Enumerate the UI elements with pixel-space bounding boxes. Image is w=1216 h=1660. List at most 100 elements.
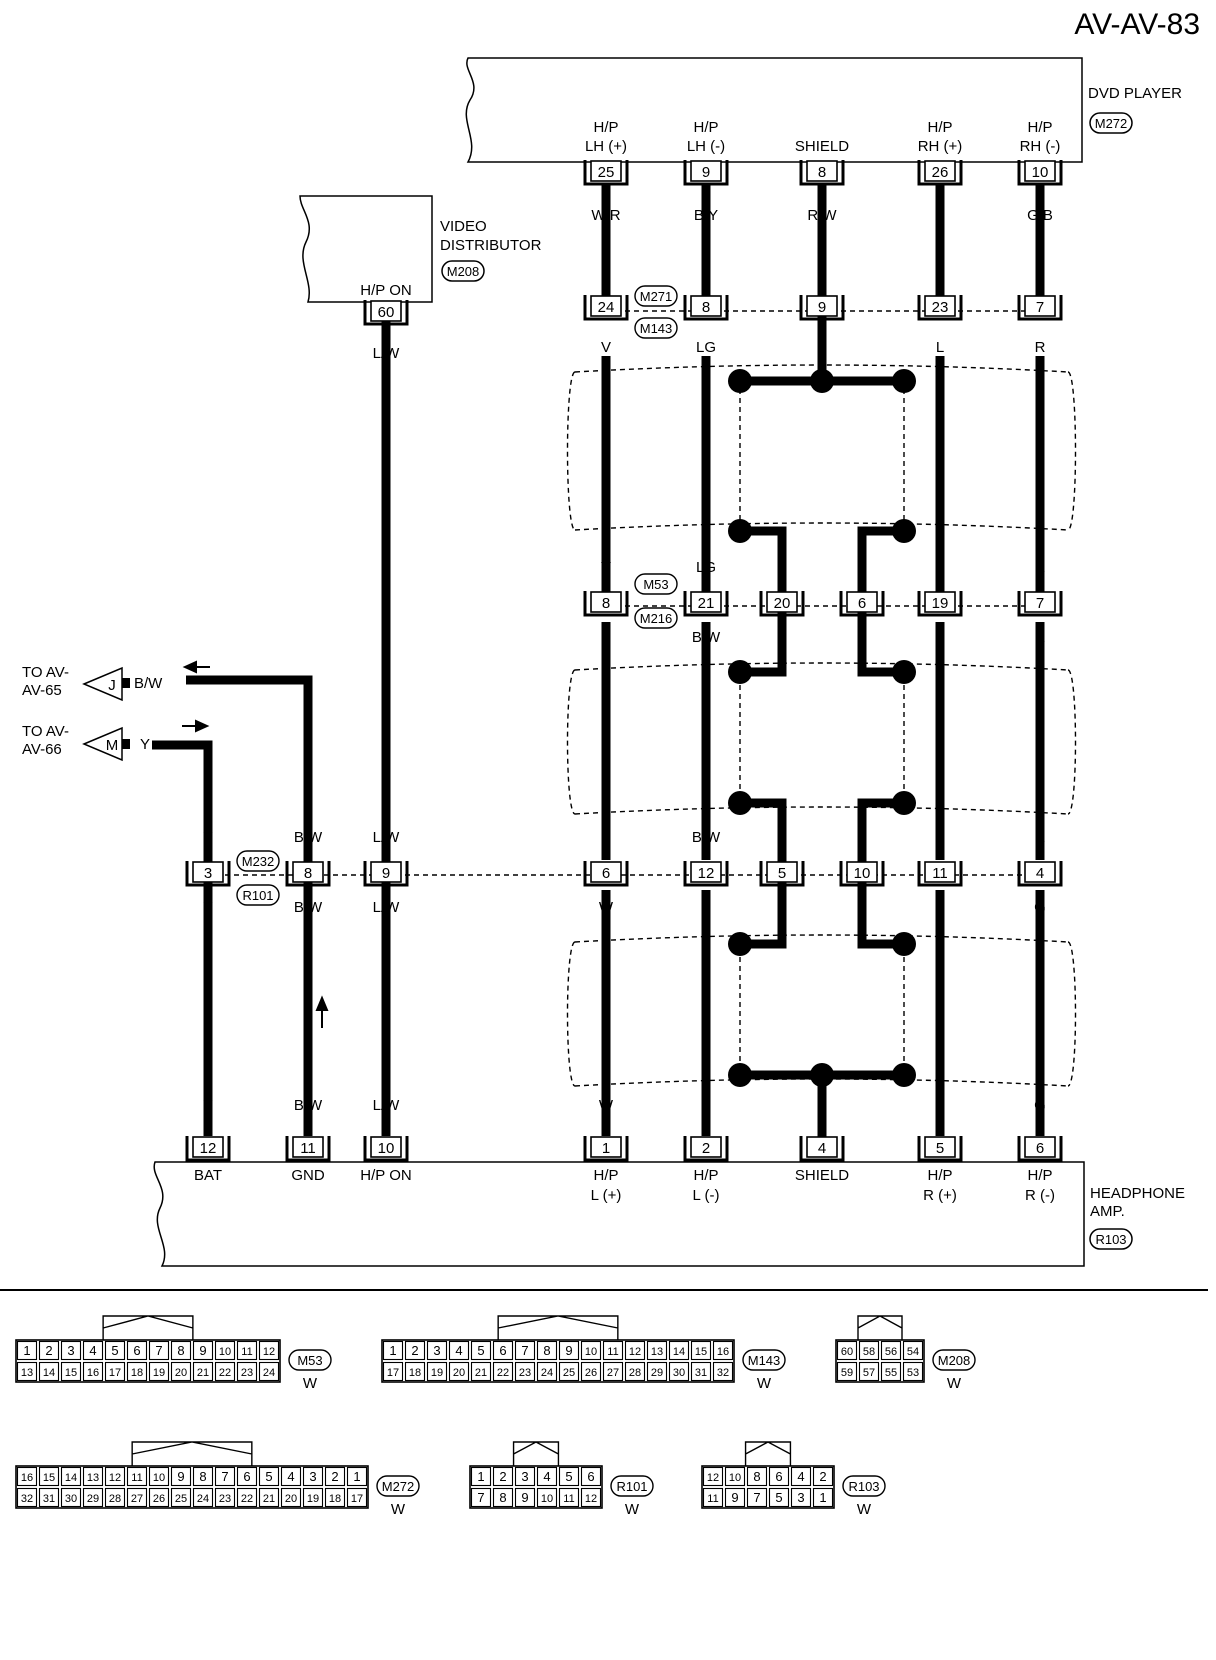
wire-color-label: L bbox=[602, 829, 610, 846]
wire-color-label: L bbox=[936, 829, 944, 846]
svg-text:B/W: B/W bbox=[134, 675, 163, 692]
wire-color-label: L/W bbox=[373, 1097, 401, 1114]
cavity-number: 15 bbox=[43, 1472, 55, 1484]
cavity-number: 31 bbox=[43, 1493, 55, 1505]
headphone-amp-title-2: AMP. bbox=[1090, 1203, 1125, 1220]
cavity-number: 20 bbox=[453, 1367, 465, 1379]
svg-text:12: 12 bbox=[698, 865, 715, 882]
cavity-number: 11 bbox=[241, 1346, 252, 1358]
splice-pin-6: 6 bbox=[583, 861, 629, 887]
dvd-pin-8: 8 bbox=[799, 160, 845, 186]
connector-name: M53 bbox=[297, 1353, 322, 1368]
cavity-number: 15 bbox=[65, 1367, 77, 1379]
cavity-number: 30 bbox=[65, 1493, 77, 1505]
cavity-number: 8 bbox=[753, 1469, 760, 1484]
amp-pin-label: H/P ON bbox=[360, 1167, 411, 1184]
connector-name: M208 bbox=[938, 1353, 971, 1368]
cavity-number: 17 bbox=[387, 1367, 399, 1379]
cavity-number: 4 bbox=[89, 1343, 96, 1358]
cavity-number: 9 bbox=[565, 1343, 572, 1358]
video-distributor-box bbox=[299, 195, 433, 303]
ref-to-av-66: TO AV- AV-66 M Y bbox=[22, 719, 210, 762]
cavity-number: 7 bbox=[155, 1343, 162, 1358]
svg-text:M208: M208 bbox=[447, 264, 480, 279]
cavity-number: 10 bbox=[729, 1472, 741, 1484]
connector-name: R101 bbox=[616, 1479, 647, 1494]
splice-pin-12: 12 bbox=[683, 861, 729, 887]
svg-text:Y: Y bbox=[140, 736, 150, 753]
splice-node bbox=[728, 932, 752, 956]
video-distributor-connector-tag: M208 bbox=[441, 260, 485, 282]
wire-color-label: R/W bbox=[807, 207, 837, 224]
svg-text:10: 10 bbox=[854, 865, 871, 882]
splice-node bbox=[892, 791, 916, 815]
dvd-pin-label: RH (+) bbox=[918, 138, 963, 155]
wire-color-label: R bbox=[1035, 559, 1046, 576]
amp-pin-label: L (+) bbox=[591, 1187, 622, 1204]
video-distributor-title-2: DISTRIBUTOR bbox=[440, 237, 542, 254]
dvd-player-pins: H/PLH (+)25W/RH/PLH (-)9B/YSHIELD8R/WH/P… bbox=[583, 119, 1063, 224]
svg-text:R101: R101 bbox=[242, 888, 273, 903]
splice-node bbox=[728, 1063, 752, 1087]
dvd-connector-tag: M272 bbox=[1089, 112, 1133, 134]
wire-color-label: Y bbox=[203, 899, 213, 916]
headphone-amp-title-1: HEADPHONE bbox=[1090, 1185, 1185, 1202]
wire-color-label: L/W bbox=[373, 345, 401, 362]
dvd-pin-9: 9 bbox=[683, 160, 729, 186]
splice-pin-19: 19 bbox=[917, 591, 963, 617]
splice-pin-11: 11 bbox=[917, 861, 963, 887]
cavity-number: 6 bbox=[499, 1343, 506, 1358]
cavity-number: 6 bbox=[587, 1469, 594, 1484]
amp-pin-2: 2 bbox=[683, 1136, 729, 1162]
cavity-number: 56 bbox=[885, 1346, 897, 1358]
splice-pin-5: 5 bbox=[759, 861, 805, 887]
svg-text:M: M bbox=[106, 737, 119, 754]
svg-text:M53: M53 bbox=[643, 577, 668, 592]
dvd-pin-25: 25 bbox=[583, 160, 629, 186]
svg-text:11: 11 bbox=[932, 865, 948, 882]
cavity-number: 10 bbox=[153, 1472, 165, 1484]
cavity-number: 12 bbox=[629, 1346, 641, 1358]
amp-pin-1: 1 bbox=[583, 1136, 629, 1162]
svg-text:M271: M271 bbox=[640, 289, 673, 304]
splice-pin-8: 8 bbox=[583, 591, 629, 617]
wire-color-label: L bbox=[936, 559, 944, 576]
connector-name: R103 bbox=[848, 1479, 879, 1494]
splice-pin-7: 7 bbox=[1017, 295, 1063, 321]
svg-text:25: 25 bbox=[598, 164, 615, 181]
splice-pin-4: 4 bbox=[1017, 861, 1063, 887]
cavity-number: 14 bbox=[65, 1472, 77, 1484]
svg-text:9: 9 bbox=[382, 865, 390, 882]
svg-text:2: 2 bbox=[702, 1140, 710, 1157]
amp-pin-label: H/P bbox=[593, 1167, 618, 1184]
cavity-number: 60 bbox=[841, 1346, 853, 1358]
cavity-number: 10 bbox=[585, 1346, 597, 1358]
svg-text:12: 12 bbox=[200, 1140, 217, 1157]
svg-text:24: 24 bbox=[598, 299, 615, 316]
cavity-number: 18 bbox=[329, 1493, 341, 1505]
signal-wires bbox=[601, 184, 1045, 1136]
dvd-pin-label: H/P bbox=[1027, 119, 1052, 136]
wire-color-label: R bbox=[1035, 629, 1046, 646]
cavity-number: 5 bbox=[477, 1343, 484, 1358]
svg-text:23: 23 bbox=[932, 299, 949, 316]
cavity-number: 23 bbox=[241, 1367, 253, 1379]
cavity-number: 59 bbox=[841, 1367, 853, 1379]
wire-color-label: Y bbox=[203, 1097, 213, 1114]
amp-pin-10: 10 bbox=[363, 1136, 409, 1162]
cavity-number: 7 bbox=[753, 1490, 760, 1505]
svg-text:5: 5 bbox=[936, 1140, 944, 1157]
dvd-player-title: DVD PLAYER bbox=[1088, 85, 1182, 102]
cavity-number: 9 bbox=[521, 1490, 528, 1505]
cavity-number: 2 bbox=[331, 1469, 338, 1484]
svg-text:60: 60 bbox=[378, 304, 395, 321]
svg-text:8: 8 bbox=[702, 299, 710, 316]
dvd-pin-label: H/P bbox=[693, 119, 718, 136]
svg-text:TO AV-: TO AV- bbox=[22, 664, 69, 681]
cavity-number: 29 bbox=[87, 1493, 99, 1505]
cavity-number: 53 bbox=[907, 1367, 919, 1379]
splice-pin-23: 23 bbox=[917, 295, 963, 321]
